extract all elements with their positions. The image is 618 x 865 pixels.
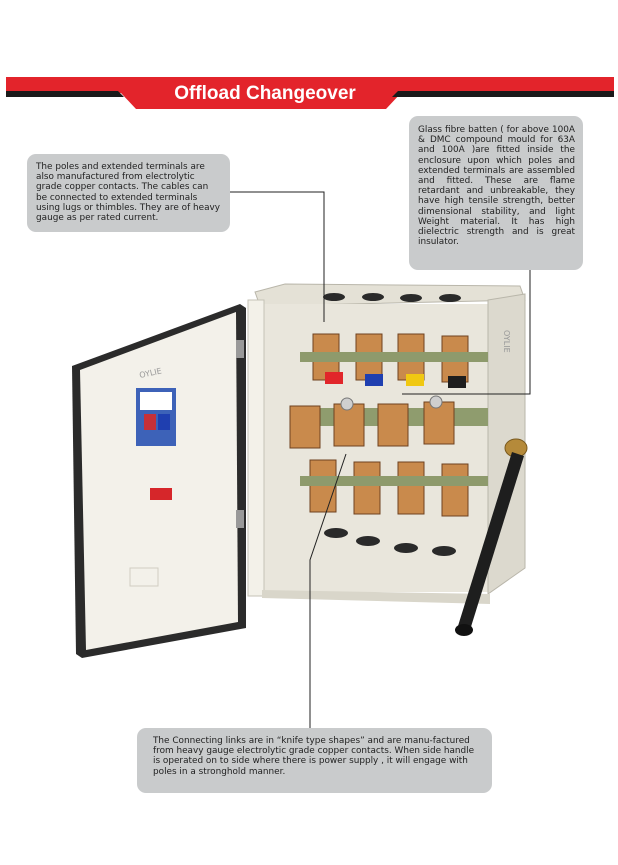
side-handle	[455, 438, 528, 636]
title-banner	[6, 77, 614, 109]
callout-poles-terminals: The poles and extended terminals are als…	[27, 154, 230, 232]
top-gland-holes	[323, 293, 461, 302]
bottom-gland-holes	[324, 528, 456, 556]
side-brand-text: OYLIE	[502, 330, 511, 353]
middle-link-row	[289, 395, 488, 449]
callout-glass-fibre-batten: Glass fibre batten ( for above 100A & DM…	[409, 116, 583, 270]
callout-poles-text: The poles and extended terminals are als…	[36, 162, 221, 224]
callout-connecting-text: The Connecting links are in “knife type …	[153, 736, 475, 777]
enclosure-door	[72, 304, 246, 658]
leader-lines	[230, 191, 531, 728]
bottom-pole-row	[300, 459, 488, 517]
callout-glass-fibre-text: Glass fibre batten ( for above 100A & DM…	[418, 125, 575, 248]
callout-connecting-links: The Connecting links are in “knife type …	[137, 728, 492, 793]
top-pole-row	[300, 333, 488, 388]
page-title: Offload Changeover	[174, 83, 356, 104]
